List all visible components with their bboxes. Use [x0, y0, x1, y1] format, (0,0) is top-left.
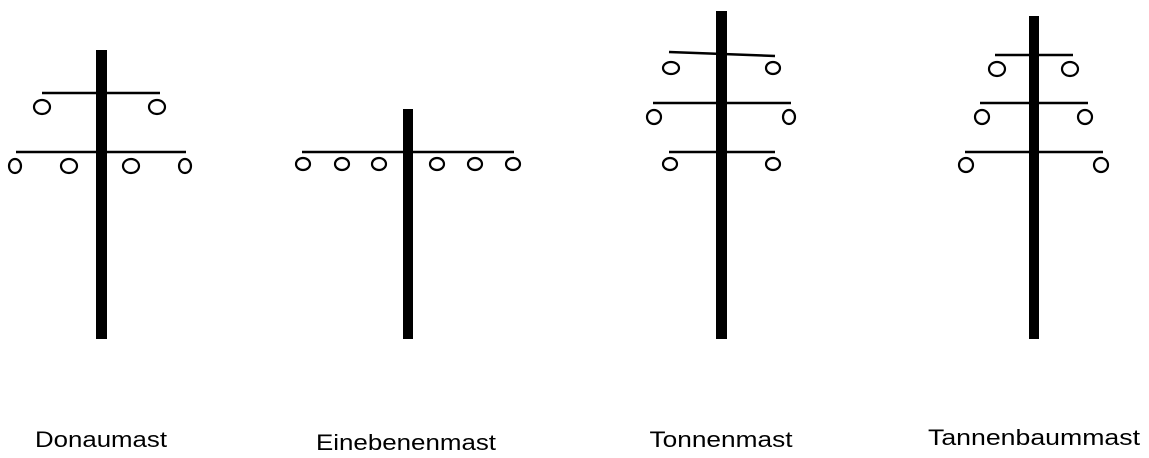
einebenenmast-figure [294, 109, 522, 339]
tonnenmast-pole [716, 11, 727, 339]
tonnenmast-figure [645, 11, 797, 339]
tannenbaummast-insulator [1060, 60, 1080, 78]
einebenenmast-label: Einebenenmast [316, 430, 496, 455]
tannenbaummast-figure [957, 16, 1110, 339]
tonnenmast-upper-crossarm [668, 50, 776, 58]
tannenbaummast-pole [1029, 16, 1039, 339]
donaumast-pole [96, 50, 107, 339]
tonnenmast-insulator [781, 108, 797, 126]
donaumast-insulator [32, 98, 52, 116]
einebenenmast-insulator [466, 156, 484, 172]
donaumast-insulator [7, 157, 23, 175]
einebenenmast-pole [403, 109, 413, 339]
tannenbaummast-insulator [1092, 156, 1110, 174]
tannenbaummast-insulator [987, 60, 1007, 78]
einebenenmast-insulator [294, 156, 312, 172]
einebenenmast-insulator [370, 156, 388, 172]
donaumast-insulator [121, 157, 141, 175]
tannenbaummast-label: Tannenbaummast [928, 425, 1140, 450]
tonnenmast-insulator [645, 108, 663, 126]
einebenenmast-insulator [504, 156, 522, 172]
tonnenmast-insulator [661, 60, 681, 76]
donaumast-insulator [147, 98, 167, 116]
tonnenmast-label: Tonnenmast [650, 427, 793, 452]
tonnenmast-insulator [764, 156, 782, 172]
donaumast-figure [7, 50, 193, 339]
tonnenmast-insulator [764, 60, 782, 76]
tonnenmast-insulator [661, 156, 679, 172]
donaumast-insulator [177, 157, 193, 175]
einebenenmast-insulator [333, 156, 351, 172]
tannenbaummast-insulator [973, 108, 991, 126]
donaumast-label: Donaumast [35, 427, 167, 452]
donaumast-insulator [59, 157, 79, 175]
einebenenmast-insulator [428, 156, 446, 172]
tannenbaummast-insulator [1076, 108, 1094, 126]
tannenbaummast-insulator [957, 156, 975, 174]
